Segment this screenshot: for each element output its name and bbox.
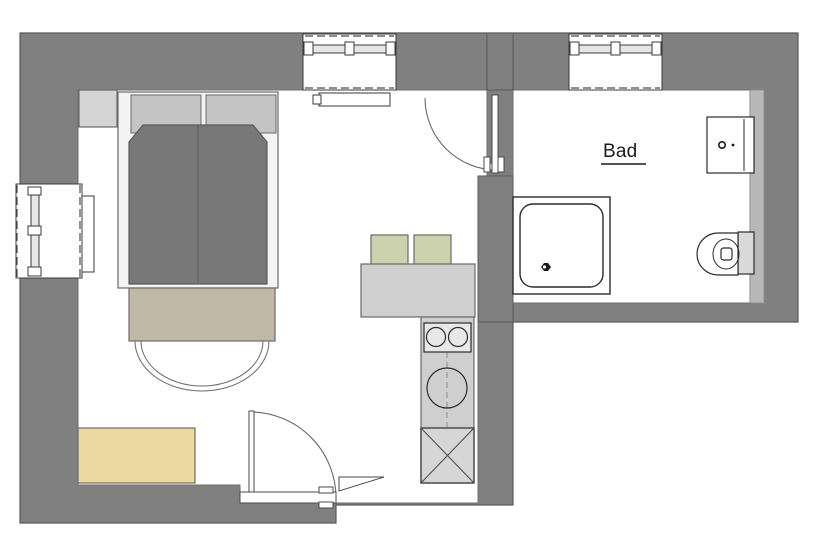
bench-open-arc-inner [140, 340, 264, 387]
window-top-left-sash-left [311, 44, 351, 54]
double-bed[interactable] [117, 91, 279, 289]
cooktop [423, 322, 472, 353]
bathroom-fixtures[interactable] [512, 116, 755, 295]
window-left-knob-a [27, 186, 42, 196]
radiator-valve [312, 94, 322, 105]
door-bathroom-swing-arc [424, 97, 498, 171]
door-entrance-leaf [248, 410, 255, 499]
window-left-sash-lower [30, 232, 40, 272]
door-entrance-swing-arc [249, 411, 337, 499]
bench [128, 287, 276, 342]
door-entrance-hinge-a [318, 486, 334, 494]
appliance-cross-b [420, 427, 475, 484]
washbasin-tap [731, 143, 735, 147]
door-bathroom-leaf [491, 94, 499, 174]
toilet-cistern [737, 231, 755, 275]
window-top-left-knob-b [344, 41, 355, 56]
window-left-frame [15, 183, 83, 279]
window-top-right-knob-c [651, 41, 662, 56]
wall-bath-partition [486, 32, 514, 91]
room-label-bad: Bad [601, 141, 646, 165]
door-entrance[interactable] [239, 410, 385, 509]
door-bathroom[interactable] [424, 94, 505, 174]
toilet-flush-plate [720, 247, 733, 261]
window-top-right-knob-a [569, 41, 580, 56]
window-top-left-knob-c [385, 41, 396, 56]
window-top-right-knob-b [610, 41, 621, 56]
cooktop-burner-right [447, 326, 469, 348]
rug[interactable] [77, 427, 196, 484]
window-left-knob-b [27, 225, 42, 236]
kitchen-table-counter [360, 263, 476, 318]
room-main-interior-outline [77, 89, 488, 504]
door-entrance-hinge-b [318, 501, 334, 509]
kitchen-group[interactable] [360, 234, 476, 484]
radiator [318, 92, 391, 107]
bench-sideboard[interactable] [128, 287, 276, 392]
window-top-left-sash-right [351, 44, 391, 54]
window-top-left-knob-a [303, 41, 314, 56]
washbasin-body [706, 116, 755, 174]
shower-tray-inner [519, 203, 604, 288]
window-left-sill [81, 195, 95, 273]
washbasin [706, 116, 755, 174]
window-top-right-sash-left [577, 44, 617, 54]
room-label-bad-text: Bad [603, 141, 637, 162]
window-left-sash-upper [30, 191, 40, 231]
wall-bath-partition-lower [477, 175, 514, 323]
nightstand[interactable] [78, 89, 118, 128]
cooktop-burner-left [425, 326, 447, 348]
window-top-left[interactable] [302, 33, 397, 107]
toilet [696, 231, 755, 276]
door-bathroom-hinge-b [497, 156, 505, 173]
window-left[interactable] [15, 183, 95, 279]
door-entrance-step-wedge [338, 476, 385, 492]
door-bathroom-hinge-a [483, 156, 491, 173]
window-top-right[interactable] [568, 33, 663, 91]
window-left-knob-c [27, 266, 42, 277]
window-top-right-sash-right [617, 44, 657, 54]
washbasin-drain [717, 141, 726, 150]
bench-open-arc-outer [134, 340, 270, 392]
shower-drain-icon [541, 263, 551, 271]
sink-basin [426, 367, 468, 409]
toilet-seat-ring [712, 238, 740, 270]
door-entrance-threshold [239, 491, 337, 504]
toilet-bowl [696, 232, 739, 276]
